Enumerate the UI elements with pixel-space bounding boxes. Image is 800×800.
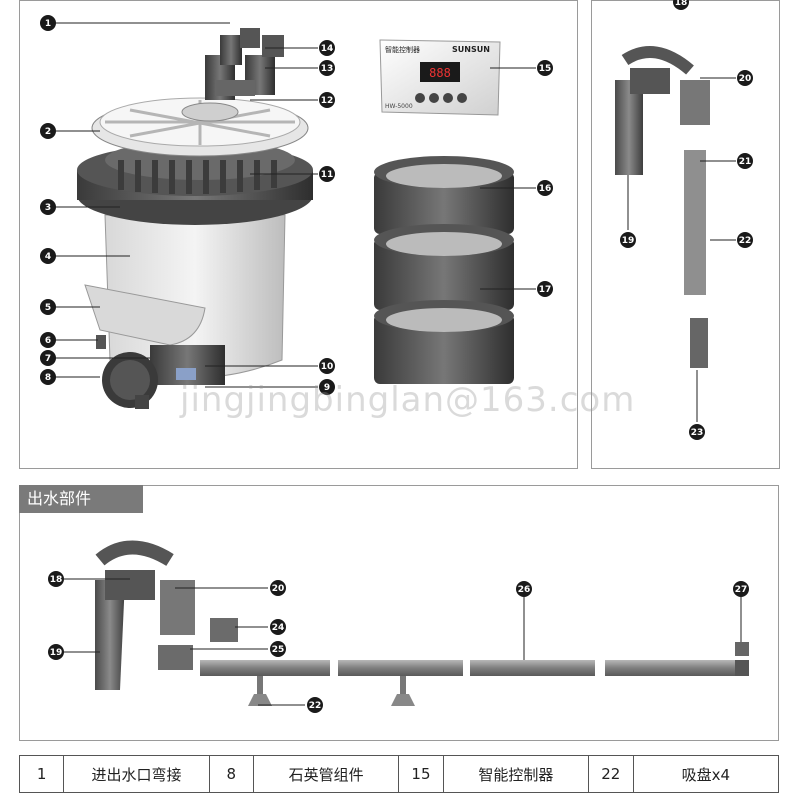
section-title: 出水部件 [19,485,143,513]
callout-8: 8 [40,369,56,385]
callout-27: 27 [733,581,749,597]
callout-22: 22 [737,232,753,248]
callout-18: 18 [673,0,689,10]
callout-21: 21 [737,153,753,169]
callout-23: 23 [689,424,705,440]
outlet-assembly-bottom [95,540,749,706]
part-num: 15 [398,755,444,793]
callout-2: 2 [40,123,56,139]
svg-text:21: 21 [739,157,752,167]
callout-25: 25 [270,641,286,657]
part-num: 22 [588,755,634,793]
svg-text:23: 23 [691,428,704,438]
svg-text:26: 26 [518,585,531,595]
svg-text:22: 22 [739,236,752,246]
svg-text:13: 13 [321,64,334,74]
callout-14: 14 [319,40,335,56]
callout-19b: 19 [48,644,64,660]
canister-filter [77,28,313,409]
bottom-panel [19,485,779,741]
svg-text:27: 27 [735,585,748,595]
callout-1: 1 [40,15,56,31]
svg-text:25: 25 [272,645,285,655]
controller-title: 智能控制器 [385,45,420,54]
callout-16: 16 [537,180,553,196]
controller-labels: 智能控制器 SUNSUN HW-5000 888 [385,45,490,110]
callout-9: 9 [319,379,335,395]
svg-text:18: 18 [675,0,688,8]
svg-text:12: 12 [321,96,334,106]
outlet-assembly-top [615,46,710,368]
controller-model: HW-5000 [385,103,413,110]
svg-text:22: 22 [309,701,322,711]
callout-5: 5 [40,299,56,315]
svg-text:14: 14 [321,44,334,54]
svg-text:19: 19 [622,236,635,246]
callout-11: 11 [319,166,335,182]
svg-text:24: 24 [272,623,285,633]
callout-4: 4 [40,248,56,264]
svg-text:17: 17 [539,285,552,295]
part-num: 8 [208,755,254,793]
svg-text:18: 18 [50,575,63,585]
svg-text:20: 20 [272,584,285,594]
part-name: 吸盘x4 [632,755,780,793]
callout-3: 3 [40,199,56,215]
leader-lines [55,22,742,706]
controller-display: 888 [429,66,451,80]
part-name: 进出水口弯接 [63,755,210,793]
svg-text:5: 5 [45,303,51,313]
svg-text:11: 11 [321,170,334,180]
callout-22b: 22 [307,697,323,713]
callout-24: 24 [270,619,286,635]
part-name: 智能控制器 [442,755,590,793]
part-name: 石英管组件 [252,755,400,793]
watermark: jingjingbinglan@163.com [180,380,636,420]
callout-6: 6 [40,332,56,348]
media-baskets [374,156,514,384]
svg-text:1: 1 [45,19,51,29]
svg-text:8: 8 [45,373,51,383]
callout-26: 26 [516,581,532,597]
parts-table: 1 进出水口弯接 8 石英管组件 15 智能控制器 22 吸盘x4 [18,755,780,793]
callout-17: 17 [537,281,553,297]
svg-text:2: 2 [45,127,51,137]
callout-13: 13 [319,60,335,76]
callout-20b: 20 [270,580,286,596]
svg-text:3: 3 [45,203,51,213]
svg-text:10: 10 [321,362,334,372]
svg-text:20: 20 [739,74,752,84]
svg-text:15: 15 [539,64,552,74]
svg-text:6: 6 [45,336,51,346]
callout-12: 12 [319,92,335,108]
svg-text:9: 9 [324,383,330,393]
svg-text:7: 7 [45,354,51,364]
callouts: 1 2 3 4 5 6 7 8 10 9 11 12 13 14 15 16 1… [40,0,753,713]
callout-7: 7 [40,350,56,366]
svg-text:16: 16 [539,184,552,194]
callout-20: 20 [737,70,753,86]
smart-controller [379,39,501,116]
controller-brand: SUNSUN [452,45,490,54]
callout-10: 10 [319,358,335,374]
table-row: 1 进出水口弯接 8 石英管组件 15 智能控制器 22 吸盘x4 [18,755,780,793]
callout-15: 15 [537,60,553,76]
svg-text:4: 4 [45,252,51,262]
part-num: 1 [18,755,65,793]
svg-text:19: 19 [50,648,63,658]
callout-18b: 18 [48,571,64,587]
callout-19: 19 [620,232,636,248]
